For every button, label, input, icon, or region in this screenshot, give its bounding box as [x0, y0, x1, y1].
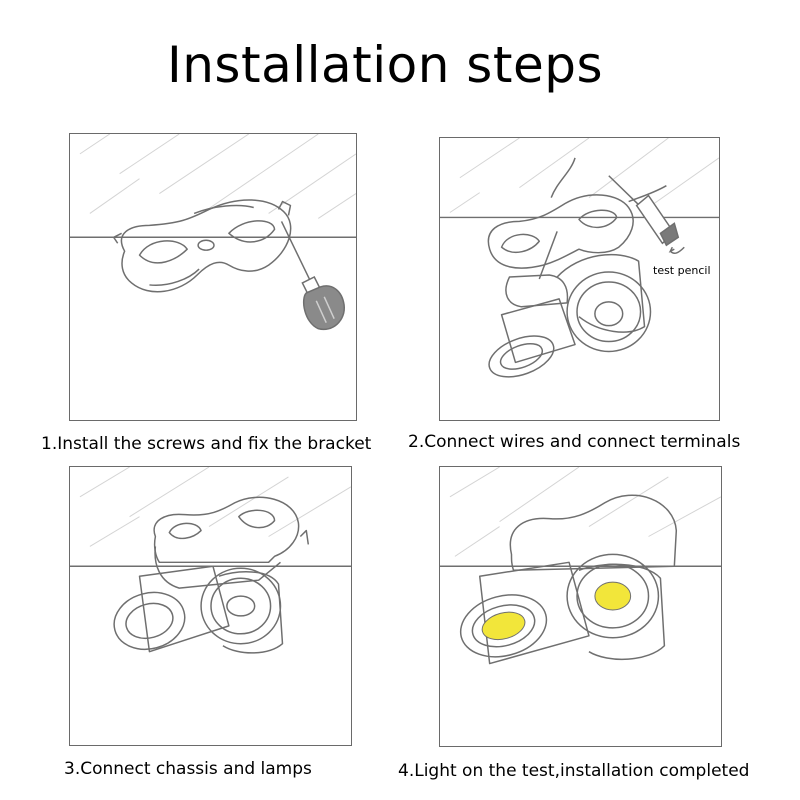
step-3-illustration [69, 466, 352, 746]
page-title: Installation steps [166, 36, 604, 94]
step-1-illustration [69, 133, 357, 421]
step-4-caption: 4.Light on the test,installation complet… [398, 761, 750, 781]
step-4-illustration [439, 466, 722, 747]
chassis-lamps-drawing [70, 467, 351, 654]
bracket-screwdriver-drawing [70, 134, 356, 331]
test-pencil-label: test pencil [653, 264, 711, 277]
lit-lamps-drawing [440, 467, 721, 665]
step-2-caption: 2.Connect wires and connect terminals [408, 432, 741, 452]
step-2-illustration [439, 137, 720, 421]
step-3-caption: 3.Connect chassis and lamps [64, 759, 312, 779]
wiring-test-pencil-drawing [440, 138, 719, 378]
step-1-caption: 1.Install the screws and fix the bracket [41, 434, 372, 454]
